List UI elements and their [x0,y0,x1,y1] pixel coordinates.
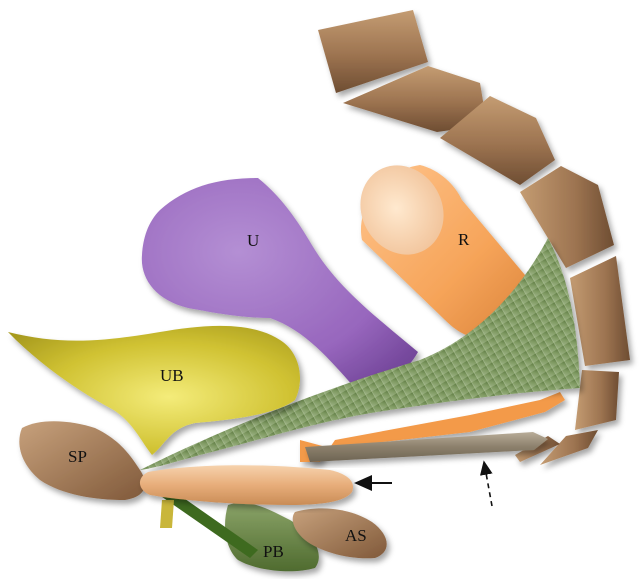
label-symphysis: SP [68,447,87,466]
urethra-stem [160,500,174,528]
sacral-segment-4 [520,166,614,268]
label-perineal-body: PB [263,542,284,561]
label-anal-sphincter: AS [345,526,367,545]
dashed-arrow [484,462,492,506]
label-uterus: U [247,231,259,250]
label-bladder: UB [160,366,184,385]
sacral-segment-5 [570,256,630,366]
label-rectum: R [458,230,470,249]
coccyx-segment-1 [575,370,619,430]
